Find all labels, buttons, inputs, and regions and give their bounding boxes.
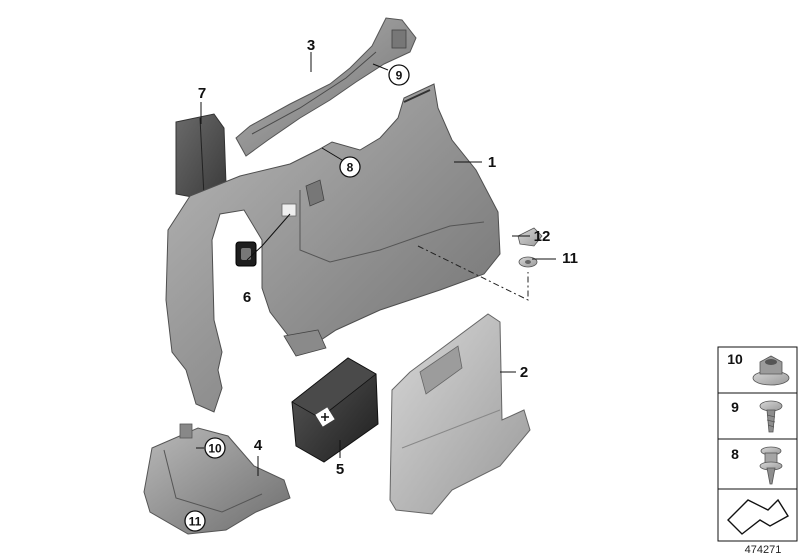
legend-label-9: 9 — [731, 399, 739, 415]
part-4-lower-bracket — [143, 423, 291, 535]
part-1-side-trim-panel — [165, 83, 501, 413]
leader-8a — [321, 147, 343, 161]
callout-1: 1 — [488, 154, 496, 171]
leader-lines — [196, 52, 556, 476]
leader-9a — [372, 63, 389, 71]
callout-3: 3 — [307, 37, 315, 54]
legend-label-8: 8 — [731, 446, 739, 462]
callout-2: 2 — [520, 364, 528, 381]
part-12-clip — [517, 227, 543, 247]
svg-text:8: 8 — [347, 161, 354, 175]
callout-circle-10: 10 — [204, 437, 226, 459]
callout-5: 5 — [336, 461, 344, 478]
fastener-legend: 10 9 8 — [717, 346, 798, 542]
callout-7: 7 — [198, 85, 206, 102]
callout-11: 11 — [562, 250, 578, 267]
callout-circle-8: 8 — [339, 156, 361, 178]
callout-6: 6 — [243, 289, 251, 306]
direction-arrow-icon — [727, 498, 789, 535]
install-line — [417, 245, 529, 301]
leader-6 — [246, 213, 291, 261]
flange-nut-icon — [752, 355, 790, 386]
document-number: 474271 — [745, 544, 782, 556]
legend-cell-8 — [717, 438, 798, 490]
part-5-first-aid-kit — [291, 357, 379, 463]
svg-text:11: 11 — [189, 515, 202, 529]
svg-text:9: 9 — [396, 69, 403, 83]
part-2-lower-cover — [389, 313, 531, 515]
legend-label-10: 10 — [727, 351, 743, 367]
callout-circle-9: 9 — [388, 64, 410, 86]
part-7-side-cover — [175, 113, 227, 201]
screw-icon — [759, 400, 783, 433]
callout-circle-11: 11 — [184, 510, 206, 532]
callout-4: 4 — [254, 437, 263, 454]
legend-cell-9 — [717, 392, 798, 440]
part-3-upper-rail — [235, 17, 417, 157]
expanding-rivet-icon — [759, 446, 783, 485]
callout-12: 12 — [534, 228, 551, 245]
part-6-grommet — [235, 241, 257, 267]
svg-text:10: 10 — [208, 442, 222, 456]
